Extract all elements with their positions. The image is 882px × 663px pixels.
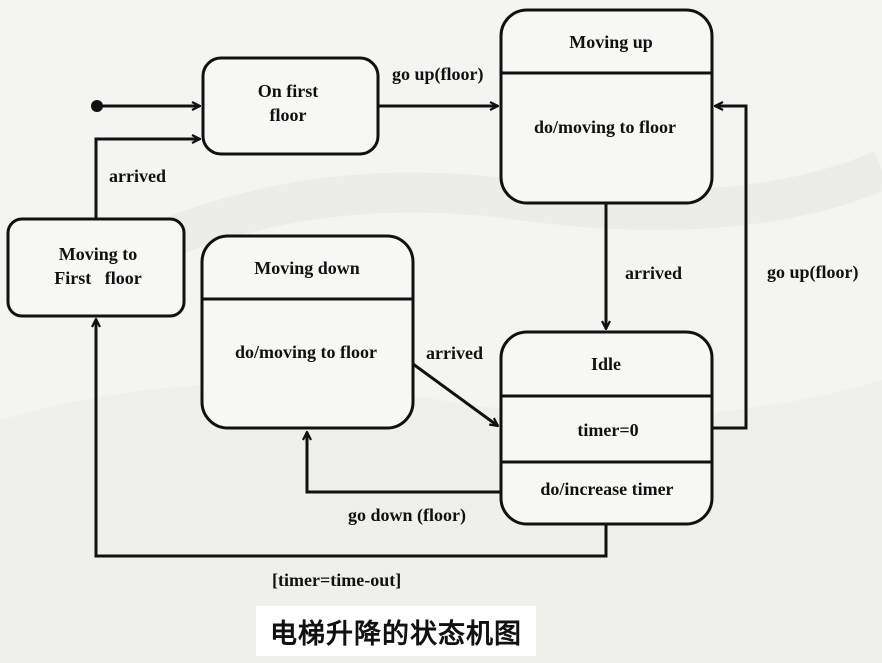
transition-idle-to-moving-up [712,106,748,430]
label-go-up-top: go up(floor) [392,64,484,85]
label-arrived-up-to-idle: arrived [625,263,682,283]
transition-arrived-to-on-first-floor [94,139,200,219]
state-on-first-floor[interactable]: On first floor [201,56,380,156]
transition-idle-to-moving-down [307,432,501,494]
state-moving-to-first-line1: Moving to [59,244,138,264]
state-idle-name: Idle [591,354,621,374]
state-idle-entry: timer=0 [577,420,638,440]
label-go-down: go down (floor) [348,505,466,526]
state-idle[interactable]: Idle timer=0 do/increase timer [499,330,714,526]
label-arrived-first: arrived [109,166,166,186]
diagram-caption: 电梯升降的状态机图 [270,618,522,650]
label-go-up-right: go up(floor) [767,262,859,283]
state-moving-down-activity: do/moving to floor [235,342,377,362]
state-moving-down[interactable]: Moving down do/moving to floor [200,234,415,430]
state-moving-to-first-line2: First floor [54,268,141,288]
state-on-first-floor-line1: On first [258,81,319,101]
state-on-first-floor-line2: floor [270,105,307,125]
label-arrived-down-to-idle: arrived [426,343,483,363]
transition-moving-down-to-idle [412,362,498,426]
label-timeout: [timer=time-out] [272,570,401,590]
state-idle-activity: do/increase timer [540,479,673,499]
caption-background [256,606,536,656]
state-moving-up-name: Moving up [569,32,653,52]
state-moving-up-activity: do/moving to floor [534,117,676,137]
state-moving-to-first-floor[interactable]: Moving to First floor [6,217,186,318]
state-moving-up[interactable]: Moving up do/moving to floor [499,8,714,205]
transition-timeout-to-moving-to-first [96,319,608,558]
state-moving-down-name: Moving down [254,258,360,278]
